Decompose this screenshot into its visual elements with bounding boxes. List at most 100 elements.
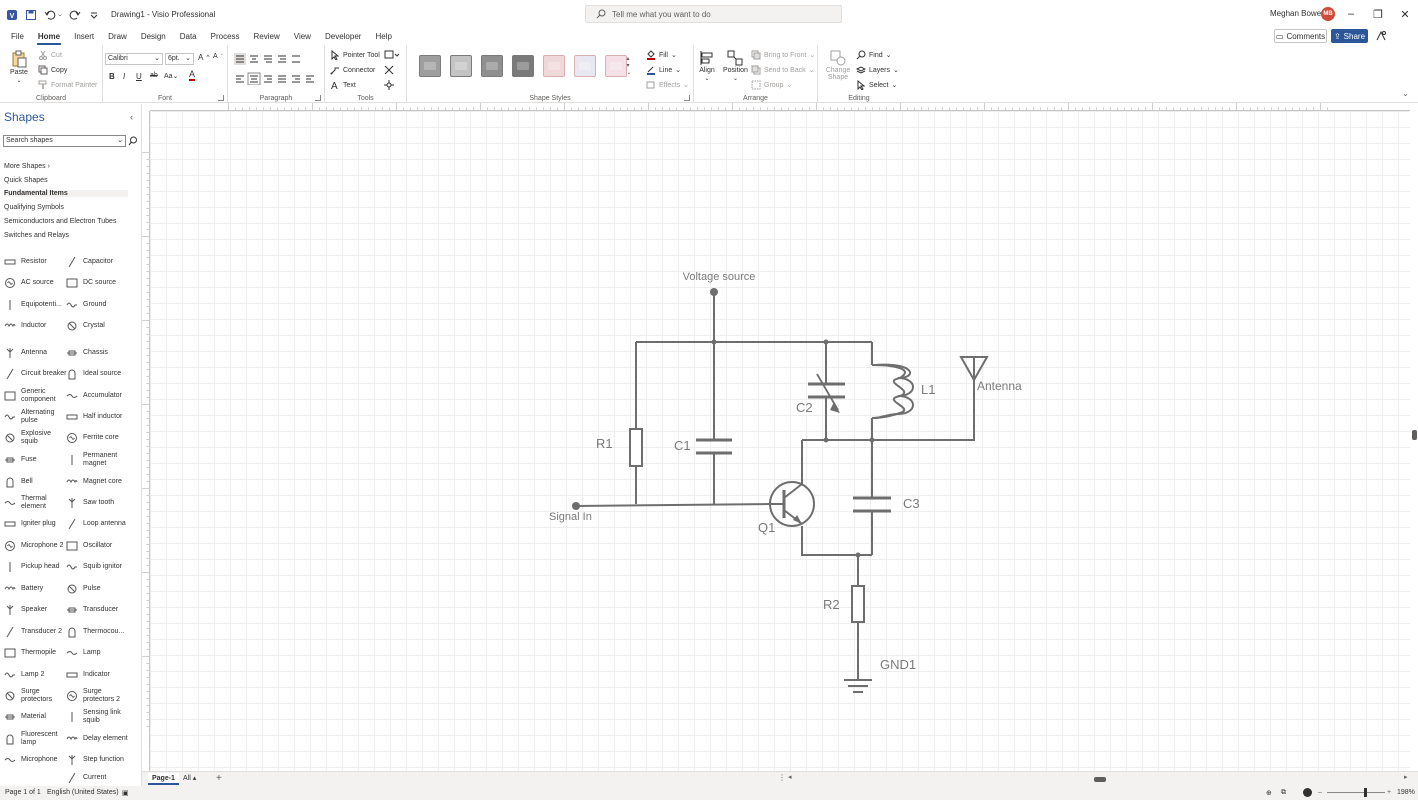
all-pages-button[interactable]: All ▴ (183, 773, 196, 785)
shape-master-indicator[interactable]: Indicator (66, 665, 130, 685)
shape-master-accumulator[interactable]: Accumulator (66, 386, 130, 406)
shape-master-battery[interactable]: Battery (4, 579, 68, 599)
page-tab-page-1[interactable]: Page-1 (148, 773, 179, 785)
close-x-icon[interactable] (384, 65, 394, 75)
tab-review[interactable]: Review (253, 32, 280, 41)
shape-master-microphone-2[interactable]: Microphone 2 (4, 536, 68, 556)
shape-master-permanent-magnet[interactable]: Permanent magnet (66, 450, 130, 470)
shape-master-thermopile[interactable]: Thermopile (4, 643, 68, 663)
select-button[interactable]: Select⌄ (856, 80, 897, 90)
group-button[interactable]: Group⌄ (751, 80, 792, 90)
font-size-select[interactable]: 6pt. ⌄ (165, 53, 194, 65)
c1-label[interactable]: C1 (674, 438, 691, 453)
scroll-right-icon[interactable]: ▸ (1404, 774, 1408, 781)
shape-master-crystal[interactable]: Crystal (66, 316, 130, 336)
send-to-back-button[interactable]: Send to Back⌄ (751, 65, 815, 75)
capacitor-c1-shape[interactable] (696, 438, 732, 455)
shape-master-pickup-head[interactable]: Pickup head (4, 557, 68, 577)
position-button[interactable]: Position ⌄ (723, 50, 748, 82)
fit-page-icon[interactable]: ⊕ (1266, 790, 1272, 797)
shape-style-swatch[interactable] (605, 55, 627, 77)
tab-home[interactable]: Home (31, 29, 67, 45)
shape-master-chassis[interactable]: Chassis (66, 343, 130, 363)
stencil-switches-and-relays[interactable]: Switches and Relays (4, 232, 69, 239)
signal-in-label[interactable]: Signal In (549, 511, 592, 523)
restore-icon[interactable]: ❐ (1373, 8, 1383, 21)
shape-style-swatch[interactable] (419, 55, 441, 77)
tab-help[interactable]: Help (375, 32, 392, 41)
share-button[interactable]: ⇪ Share (1331, 29, 1368, 43)
fill-button[interactable]: Fill⌄ (646, 50, 677, 60)
shape-style-swatch[interactable] (512, 55, 534, 77)
shape-master-surge-protectors[interactable]: Surge protectors (4, 686, 68, 706)
user-name[interactable]: Meghan Bowen (1270, 9, 1326, 18)
r2-label[interactable]: R2 (823, 597, 840, 612)
chevron-down-icon[interactable]: ⌄ (16, 78, 22, 84)
antenna-label[interactable]: Antenna (977, 379, 1022, 393)
shape-master-pulse[interactable]: Pulse (66, 579, 130, 599)
shape-master-oscillator[interactable]: Oscillator (66, 536, 130, 556)
shape-master-material[interactable]: Material (4, 707, 68, 727)
copy-button[interactable]: Copy (38, 65, 67, 75)
gnd1-label[interactable]: GND1 (880, 657, 916, 672)
tab-view[interactable]: View (293, 32, 311, 41)
switch-windows-icon[interactable]: ⧉ (1281, 789, 1286, 796)
zoom-out-icon[interactable]: – (1318, 789, 1322, 796)
shape-master-thermal-element[interactable]: Thermal element (4, 493, 68, 513)
shape-master-transducer-2[interactable]: Transducer 2 (4, 622, 68, 642)
pointer-tool-button[interactable]: Pointer Tool (330, 50, 380, 60)
resistor-r1-shape[interactable] (629, 428, 643, 467)
antenna-shape[interactable] (959, 356, 989, 383)
chevron-down-icon[interactable] (57, 8, 63, 22)
shape-master-igniter-plug[interactable]: Igniter plug (4, 514, 68, 534)
shape-style-swatch[interactable] (450, 55, 472, 77)
splitter-icon[interactable]: ⋮ (778, 773, 786, 782)
zoom-slider[interactable] (1327, 792, 1385, 793)
shape-master-microphone[interactable]: Microphone (4, 750, 68, 770)
shape-master-ground[interactable]: Ground (66, 295, 130, 315)
zoom-mode-icon[interactable] (1303, 788, 1312, 797)
tab-file[interactable]: File (11, 32, 24, 41)
ground-gnd1-shape[interactable] (844, 679, 872, 693)
underline-icon[interactable]: U (136, 72, 142, 81)
paragraph-align-icons[interactable] (234, 53, 314, 85)
shape-master-ac-source[interactable]: AC source (4, 273, 68, 293)
voltage-source-terminal[interactable] (710, 288, 718, 296)
c3-label[interactable]: C3 (903, 496, 920, 511)
shape-master-half-inductor[interactable]: Half inductor (66, 407, 130, 427)
shape-master-loop-antenna[interactable]: Loop antenna (66, 514, 130, 534)
shape-master-ferrite-core[interactable]: Ferrite core (66, 428, 130, 448)
customize-quick-access-icon[interactable] (87, 8, 101, 22)
search-icon[interactable] (127, 135, 138, 147)
effects-button[interactable]: Effects⌄ (646, 80, 689, 90)
increase-font-size-icon[interactable]: A^ (198, 53, 210, 62)
paragraph-dialog-launcher-icon[interactable] (315, 95, 321, 101)
voltage-source-label[interactable]: Voltage source (683, 271, 756, 283)
c2-label[interactable]: C2 (796, 400, 813, 415)
undo-icon[interactable] (43, 8, 57, 22)
save-icon[interactable] (24, 8, 38, 22)
change-shape-button[interactable]: Change Shape (824, 50, 852, 81)
shape-master-inductor[interactable]: Inductor (4, 316, 68, 336)
close-icon[interactable]: ✕ (1400, 8, 1410, 21)
avatar[interactable]: MB (1321, 7, 1335, 21)
connection-point-icon[interactable] (384, 80, 394, 90)
add-page-icon[interactable]: + (216, 773, 222, 784)
shape-master-antenna[interactable]: Antenna (4, 343, 68, 363)
stencil-qualifying-symbols[interactable]: Qualifying Symbols (4, 204, 64, 211)
shape-master-bell[interactable]: Bell (4, 472, 68, 492)
text-tool-button[interactable]: A Text (330, 80, 356, 90)
rectangle-shape-icon[interactable] (384, 50, 400, 60)
shape-master-resistor[interactable]: Resistor (4, 252, 68, 272)
shape-master-dc-source[interactable]: DC source (66, 273, 130, 293)
tab-draw[interactable]: Draw (108, 32, 127, 41)
shape-master-fluorescent-lamp[interactable]: Fluorescent lamp (4, 729, 68, 749)
bring-to-front-button[interactable]: Bring to Front⌄ (751, 50, 815, 60)
language-indicator[interactable]: English (United States) (47, 789, 119, 796)
search-shapes-input[interactable]: Search shapes ⌄ (3, 135, 126, 147)
zoom-slider-thumb[interactable] (1364, 788, 1367, 797)
shape-master-delay-element[interactable]: Delay element (66, 729, 130, 749)
shape-master-explosive-squib[interactable]: Explosive squib (4, 428, 68, 448)
shape-master-lamp-2[interactable]: Lamp 2 (4, 665, 68, 685)
stencil-semiconductors-and-electron-tubes[interactable]: Semiconductors and Electron Tubes (4, 218, 116, 225)
